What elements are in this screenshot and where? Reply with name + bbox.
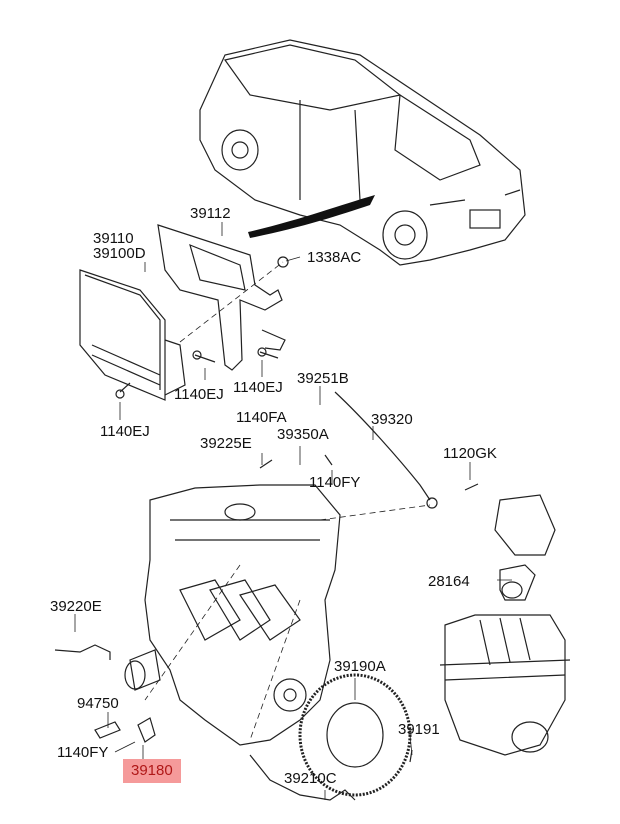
ecu-illustration (79, 269, 186, 401)
part-label-1140fa[interactable]: 1140FA (236, 409, 287, 426)
bolts (115, 256, 479, 763)
air-cleaner-illustration (439, 614, 571, 756)
part-label-39225e[interactable]: 39225E (200, 435, 252, 452)
part-label-1140fy-b[interactable]: 1140FY (57, 744, 109, 761)
part-label-39180-highlighted[interactable]: 39180 (123, 759, 181, 783)
vehicle-illustration (199, 39, 526, 266)
small-sensors (94, 717, 156, 743)
o2-sensor-harness-1 (54, 644, 111, 660)
part-label-94750[interactable]: 94750 (77, 695, 119, 712)
pointer-arrow (248, 195, 375, 238)
engine-illustration (124, 484, 341, 746)
part-label-28164[interactable]: 28164 (428, 573, 470, 590)
part-label-39112[interactable]: 39112 (190, 205, 231, 222)
part-label-39110[interactable]: 39110 (93, 230, 134, 247)
o2-sensor-harness-2 (249, 754, 356, 801)
part-label-39320[interactable]: 39320 (371, 411, 413, 428)
ecu-bracket-illustration (157, 224, 286, 371)
part-label-39100d[interactable]: 39100D (93, 245, 146, 262)
part-label-39220e[interactable]: 39220E (50, 598, 102, 615)
part-label-1338ac[interactable]: 1338AC (307, 249, 362, 266)
part-label-39350a[interactable]: 39350A (277, 426, 329, 443)
intake-illustration (494, 494, 556, 601)
part-label-1140fy-a[interactable]: 1140FY (309, 474, 361, 491)
part-label-39190a[interactable]: 39190A (334, 658, 386, 675)
part-label-1140ej-c[interactable]: 1140EJ (100, 423, 150, 440)
part-label-39191[interactable]: 39191 (398, 721, 440, 738)
sensor-tube (334, 391, 431, 501)
leader-lines (74, 222, 512, 800)
part-label-39210c[interactable]: 39210C (284, 770, 337, 787)
part-label-1140ej-b[interactable]: 1140EJ (233, 379, 283, 396)
part-label-1120gk[interactable]: 1120GK (443, 445, 497, 462)
part-label-1140ej-a[interactable]: 1140EJ (174, 386, 224, 403)
part-label-39251b[interactable]: 39251B (297, 370, 349, 387)
